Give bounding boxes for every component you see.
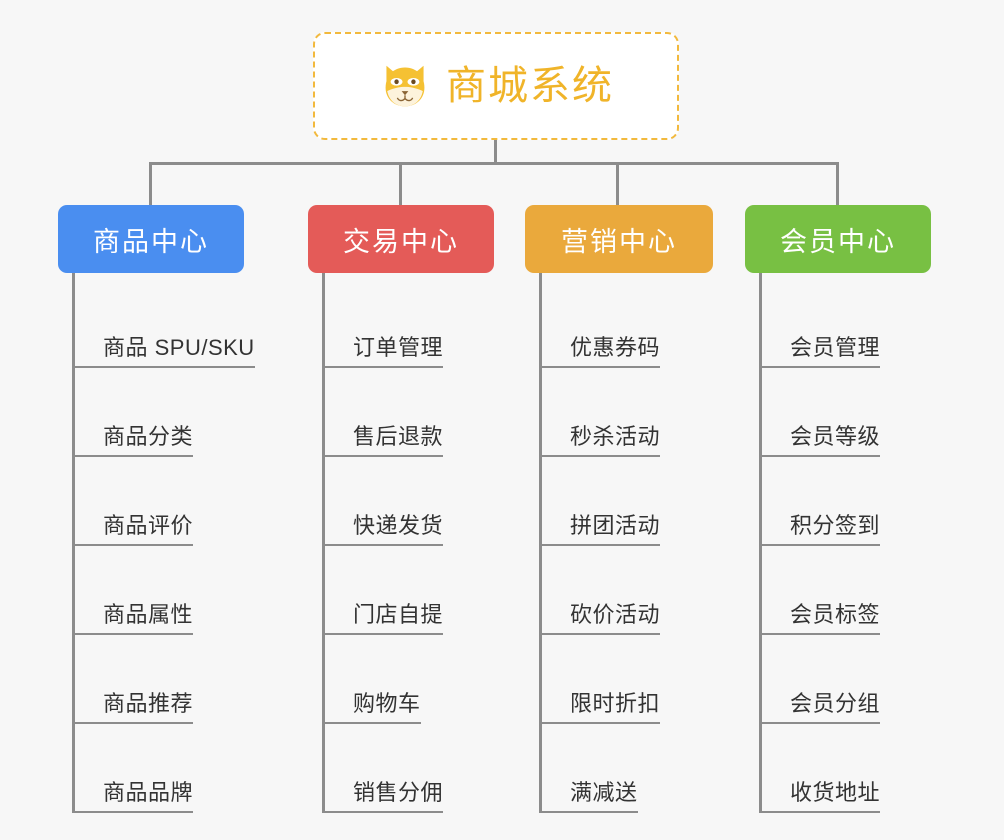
leaf-item[interactable]: 订单管理 xyxy=(322,279,538,368)
leaf-item-label: 会员等级 xyxy=(790,424,881,457)
leaf-item-label: 订单管理 xyxy=(353,335,444,368)
leaf-item-label: 商品 SPU/SKU xyxy=(103,335,255,368)
leaf-item-label: 商品推荐 xyxy=(103,691,194,724)
leaf-item[interactable]: 商品评价 xyxy=(72,457,288,546)
leaf-item[interactable]: 门店自提 xyxy=(322,546,538,635)
category-bus-connector xyxy=(150,162,838,165)
category-header-label: 交易中心 xyxy=(343,226,459,257)
leaf-item[interactable]: 优惠券码 xyxy=(539,279,755,368)
category-drop-connector xyxy=(399,162,402,205)
leaf-item-label: 满减送 xyxy=(570,780,638,813)
leaf-item-label: 秒杀活动 xyxy=(570,424,661,457)
leaf-item-label: 收货地址 xyxy=(790,780,881,813)
category-header-marketing[interactable]: 营销中心 xyxy=(525,205,713,273)
leaf-item[interactable]: 商品属性 xyxy=(72,546,288,635)
leaf-item-label: 商品属性 xyxy=(103,602,194,635)
leaf-list-member: 会员管理 会员等级 积分签到 会员标签 会员分组 收货地址 xyxy=(745,273,975,813)
leaf-item-label: 销售分佣 xyxy=(353,780,444,813)
category-column-member: 会员中心 会员管理 会员等级 积分签到 会员标签 会员分组 收货地址 xyxy=(745,162,975,813)
leaf-item-label: 优惠券码 xyxy=(570,335,661,368)
leaf-list-product: 商品 SPU/SKU 商品分类 商品评价 商品属性 商品推荐 商品品牌 xyxy=(58,273,288,813)
leaf-spine xyxy=(759,273,762,813)
category-column-product: 商品中心 商品 SPU/SKU 商品分类 商品评价 商品属性 商品推荐 商品品牌 xyxy=(58,162,288,813)
leaf-item-label: 购物车 xyxy=(353,691,421,724)
leaf-item[interactable]: 销售分佣 xyxy=(322,724,538,813)
root-node-mall-system[interactable]: 商城系统 xyxy=(313,32,679,140)
leaf-item[interactable]: 会员分组 xyxy=(759,635,975,724)
category-header-label: 商品中心 xyxy=(93,226,209,257)
leaf-spine xyxy=(322,273,325,813)
leaf-item[interactable]: 快递发货 xyxy=(322,457,538,546)
leaf-spine xyxy=(539,273,542,813)
root-node-title: 商城系统 xyxy=(446,64,614,108)
category-header-label: 营销中心 xyxy=(561,226,677,257)
category-drop-connector xyxy=(149,162,152,205)
category-header-member[interactable]: 会员中心 xyxy=(745,205,931,273)
leaf-item[interactable]: 会员等级 xyxy=(759,368,975,457)
category-column-trade: 交易中心 订单管理 售后退款 快递发货 门店自提 购物车 销售分佣 xyxy=(308,162,538,813)
leaf-item-label: 积分签到 xyxy=(790,513,881,546)
leaf-list-trade: 订单管理 售后退款 快递发货 门店自提 购物车 销售分佣 xyxy=(308,273,538,813)
category-column-marketing: 营销中心 优惠券码 秒杀活动 拼团活动 砍价活动 限时折扣 满减送 xyxy=(525,162,755,813)
leaf-item[interactable]: 砍价活动 xyxy=(539,546,755,635)
leaf-item[interactable]: 售后退款 xyxy=(322,368,538,457)
leaf-item[interactable]: 会员标签 xyxy=(759,546,975,635)
leaf-item-label: 门店自提 xyxy=(353,602,444,635)
leaf-item-label: 会员管理 xyxy=(790,335,881,368)
leaf-item-label: 会员标签 xyxy=(790,602,881,635)
leaf-item[interactable]: 商品推荐 xyxy=(72,635,288,724)
category-header-product[interactable]: 商品中心 xyxy=(58,205,244,273)
leaf-item[interactable]: 限时折扣 xyxy=(539,635,755,724)
leaf-item[interactable]: 购物车 xyxy=(322,635,538,724)
leaf-list-marketing: 优惠券码 秒杀活动 拼团活动 砍价活动 限时折扣 满减送 xyxy=(525,273,755,813)
leaf-item[interactable]: 收货地址 xyxy=(759,724,975,813)
leaf-item-label: 商品评价 xyxy=(103,513,194,546)
leaf-item[interactable]: 商品 SPU/SKU xyxy=(72,279,288,368)
leaf-item[interactable]: 拼团活动 xyxy=(539,457,755,546)
leaf-spine xyxy=(72,273,75,813)
root-stem-connector xyxy=(494,140,497,164)
leaf-item[interactable]: 满减送 xyxy=(539,724,755,813)
leaf-item[interactable]: 商品分类 xyxy=(72,368,288,457)
leaf-item-label: 限时折扣 xyxy=(570,691,661,724)
category-header-label: 会员中心 xyxy=(780,226,896,257)
leaf-item-label: 拼团活动 xyxy=(570,513,661,546)
category-drop-connector xyxy=(836,162,839,205)
leaf-item[interactable]: 商品品牌 xyxy=(72,724,288,813)
leaf-item-label: 商品分类 xyxy=(103,424,194,457)
leaf-item-label: 售后退款 xyxy=(353,424,444,457)
leaf-item-label: 商品品牌 xyxy=(103,780,194,813)
leaf-item[interactable]: 秒杀活动 xyxy=(539,368,755,457)
category-header-trade[interactable]: 交易中心 xyxy=(308,205,494,273)
leaf-item-label: 快递发货 xyxy=(353,513,444,546)
leaf-item[interactable]: 会员管理 xyxy=(759,279,975,368)
leaf-item[interactable]: 积分签到 xyxy=(759,457,975,546)
leaf-item-label: 会员分组 xyxy=(790,691,881,724)
leaf-item-label: 砍价活动 xyxy=(570,602,661,635)
category-drop-connector xyxy=(616,162,619,205)
shiba-dog-face-icon xyxy=(385,65,425,107)
